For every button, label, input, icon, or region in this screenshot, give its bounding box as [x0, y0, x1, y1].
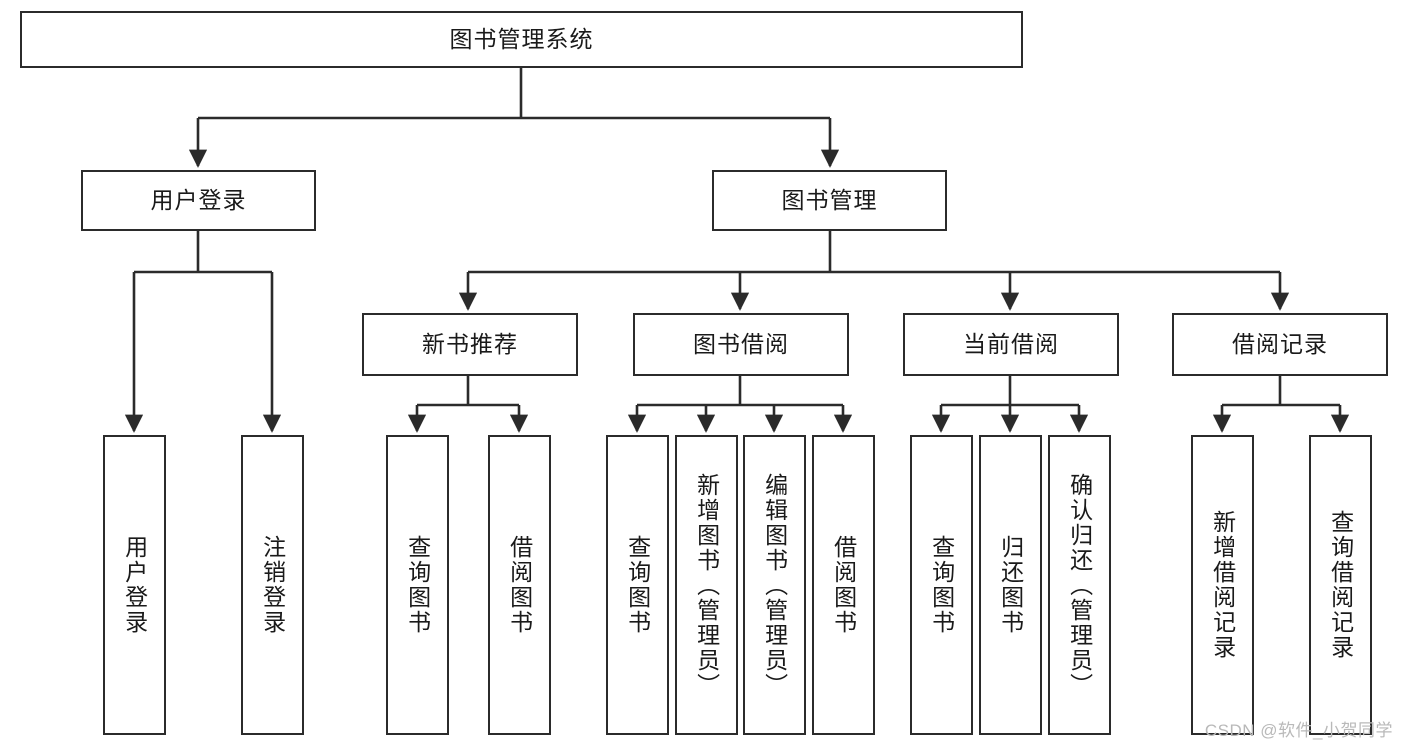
node-root-book-management-system[interactable]: 图书管理系统	[20, 11, 1023, 68]
node-label: 注销登录	[259, 535, 286, 635]
leaf-book-borrow-add-book-admin[interactable]: 新增图书（管理员）	[675, 435, 738, 735]
node-label: 确认归还（管理员）	[1066, 472, 1093, 698]
leaf-new-book-borrow-book[interactable]: 借阅图书	[488, 435, 551, 735]
leaf-new-book-query-book[interactable]: 查询图书	[386, 435, 449, 735]
node-label: 借阅记录	[1232, 330, 1328, 357]
node-label: 图书借阅	[693, 330, 789, 357]
node-label: 借阅图书	[506, 535, 533, 635]
node-label: 新增图书（管理员）	[693, 472, 720, 698]
node-label: 用户登录	[150, 186, 247, 213]
node-book-management[interactable]: 图书管理	[712, 170, 947, 231]
node-label: 编辑图书（管理员）	[761, 472, 788, 698]
leaf-book-borrow-borrow-book[interactable]: 借阅图书	[812, 435, 875, 735]
node-label: 新增借阅记录	[1209, 510, 1236, 660]
node-label: 用户登录	[121, 535, 148, 635]
node-label: 图书管理	[781, 186, 878, 213]
node-user-login[interactable]: 用户登录	[81, 170, 316, 231]
node-label: 借阅图书	[830, 535, 857, 635]
node-book-borrow[interactable]: 图书借阅	[633, 313, 849, 376]
leaf-user-login-logout[interactable]: 注销登录	[241, 435, 304, 735]
leaf-current-borrow-confirm-return-admin[interactable]: 确认归还（管理员）	[1048, 435, 1111, 735]
leaf-user-login-login[interactable]: 用户登录	[103, 435, 166, 735]
node-new-book-recommend[interactable]: 新书推荐	[362, 313, 578, 376]
node-label: 查询图书	[404, 535, 431, 635]
node-label: 当前借阅	[963, 330, 1059, 357]
leaf-book-borrow-query-book[interactable]: 查询图书	[606, 435, 669, 735]
node-label: 查询借阅记录	[1327, 510, 1354, 660]
watermark: CSDN @软件_小贺同学	[1204, 721, 1393, 740]
node-label: 新书推荐	[422, 330, 518, 357]
leaf-borrow-record-query-record[interactable]: 查询借阅记录	[1309, 435, 1372, 735]
node-borrow-record[interactable]: 借阅记录	[1172, 313, 1388, 376]
node-label: 查询图书	[928, 535, 955, 635]
leaf-current-borrow-return-book[interactable]: 归还图书	[979, 435, 1042, 735]
node-label: 归还图书	[997, 535, 1024, 635]
leaf-borrow-record-add-record[interactable]: 新增借阅记录	[1191, 435, 1254, 735]
leaf-current-borrow-query-book[interactable]: 查询图书	[910, 435, 973, 735]
node-label: 图书管理系统	[449, 25, 594, 52]
node-current-borrow[interactable]: 当前借阅	[903, 313, 1119, 376]
leaf-book-borrow-edit-book-admin[interactable]: 编辑图书（管理员）	[743, 435, 806, 735]
node-label: 查询图书	[624, 535, 651, 635]
